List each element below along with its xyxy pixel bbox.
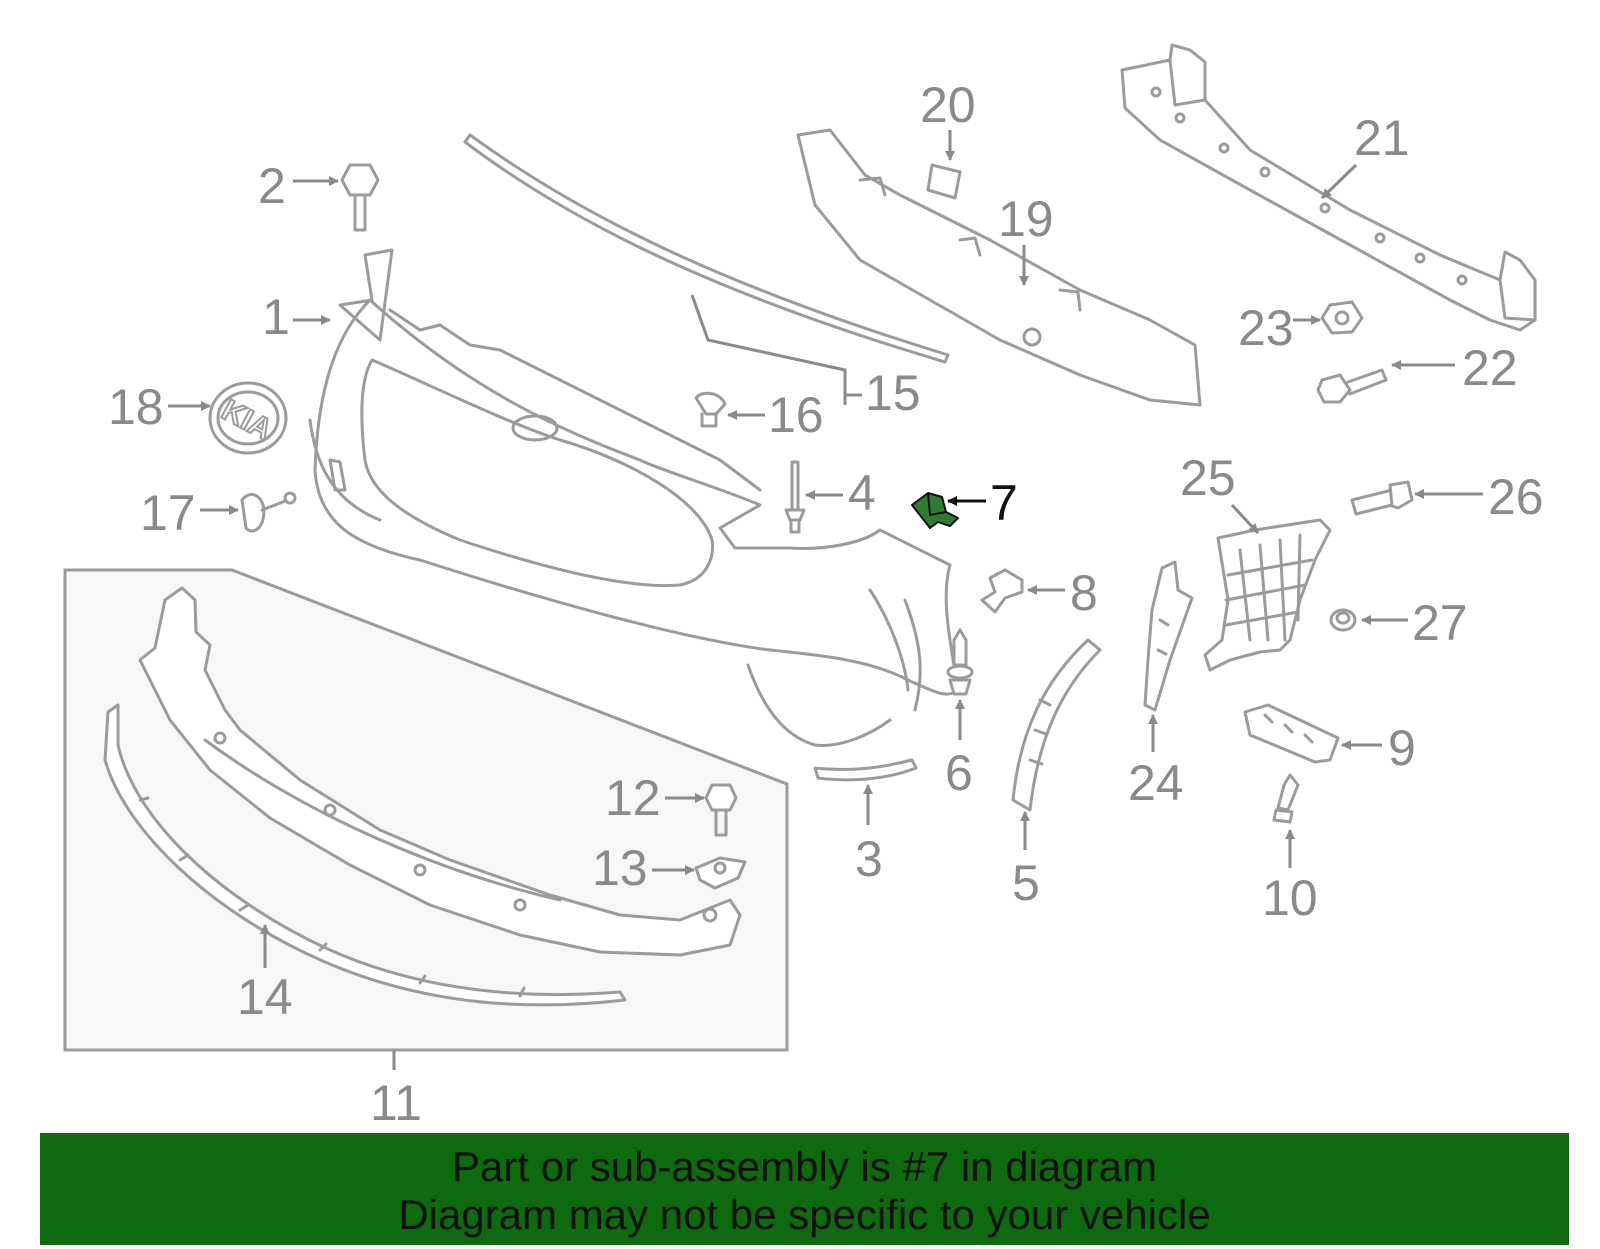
callout-23: 23 — [1238, 300, 1294, 356]
callout-25: 25 — [1180, 450, 1236, 506]
callout-2: 2 — [258, 158, 286, 214]
kia-emblem: KIA — [208, 381, 288, 455]
reinforcement-beam — [1120, 43, 1537, 332]
callout-4: 4 — [848, 465, 876, 521]
callout-18: 18 — [108, 379, 164, 435]
upper-molding-strip — [463, 133, 950, 364]
callout-3: 3 — [855, 831, 883, 887]
clip-16 — [694, 391, 727, 428]
callout-1: 1 — [262, 289, 290, 345]
callout-26: 26 — [1488, 469, 1544, 525]
callout-17: 17 — [140, 485, 196, 541]
callout-21: 21 — [1354, 110, 1410, 166]
callout-20: 20 — [920, 77, 976, 133]
screw-10 — [1272, 773, 1300, 824]
bolt-12 — [704, 783, 738, 837]
bracket-9 — [1243, 703, 1340, 764]
bolt-22 — [1316, 368, 1388, 404]
part-7-shape — [911, 492, 959, 529]
side-support-24 — [1143, 560, 1194, 712]
callout-22: 22 — [1462, 340, 1518, 396]
callout-14: 14 — [237, 969, 293, 1025]
callout-9: 9 — [1388, 720, 1416, 776]
info-banner: Part or sub-assembly is #7 in diagram Di… — [40, 1133, 1569, 1245]
callout-27: 27 — [1412, 595, 1468, 651]
callout-10: 10 — [1262, 870, 1318, 926]
callout-11: 11 — [370, 1075, 422, 1131]
callout-6: 6 — [945, 745, 973, 801]
cap-17 — [240, 491, 297, 533]
reflector-3 — [813, 758, 918, 782]
callout-16: 16 — [768, 387, 824, 443]
push-pin-4 — [784, 460, 806, 534]
bumper-cover — [308, 248, 960, 747]
bolt-2 — [340, 163, 380, 232]
energy-absorber — [796, 128, 1202, 407]
bracket-8 — [980, 568, 1024, 614]
lower-trim-strip-14 — [103, 703, 627, 1007]
bolt-26 — [1350, 480, 1414, 516]
callout-13: 13 — [592, 840, 648, 896]
callout-7: 7 — [990, 475, 1018, 531]
plug-27 — [1329, 608, 1357, 632]
label-20 — [926, 163, 962, 200]
callout-24: 24 — [1128, 755, 1184, 811]
lower-bracket — [138, 586, 742, 957]
clip-nut-13 — [694, 856, 747, 890]
callout-15: 15 — [865, 365, 921, 421]
callout-19: 19 — [998, 191, 1054, 247]
callout-5: 5 — [1012, 855, 1040, 911]
callout-8: 8 — [1070, 565, 1098, 621]
grille-insert-25 — [1203, 518, 1332, 672]
screw-6 — [946, 628, 974, 696]
callout-12: 12 — [605, 770, 661, 826]
highlighted-part-7 — [911, 492, 959, 529]
banner-line-1: Part or sub-assembly is #7 in diagram — [452, 1143, 1157, 1190]
banner-line-2: Diagram may not be specific to your vehi… — [398, 1191, 1211, 1238]
nut-23 — [1320, 300, 1364, 335]
side-bracket-5 — [1011, 638, 1102, 812]
